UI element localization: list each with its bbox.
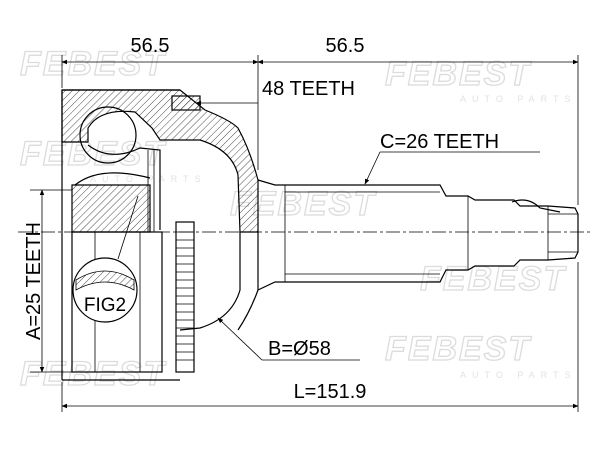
inner-race-top (74, 172, 151, 186)
dim-total-length: L=151.9 (294, 381, 367, 403)
outer-spline-leader (364, 151, 381, 185)
inner-race-hatched (71, 184, 151, 233)
watermark-brand: FEBEST (20, 135, 167, 173)
abs-teeth-label: 48 TEETH (262, 78, 355, 100)
bell-housing-outline (61, 89, 180, 381)
stub-axle-shaft (257, 179, 579, 291)
fig2-spline-detail (75, 270, 135, 291)
abs-diameter-leader (217, 317, 263, 361)
inner-race-lower (71, 231, 163, 373)
watermark-subtext: AUTO PARTS (90, 174, 207, 184)
bell-housing-lower-outline (237, 232, 259, 331)
dimension-lines: 56.5 56.5 L=151.9 A=25 TEETH (23, 35, 579, 412)
dim-right-length: 56.5 (326, 35, 365, 57)
abs-tone-ring (171, 95, 201, 373)
dim-inner-spline: A=25 TEETH (23, 222, 45, 340)
watermark-brand: FEBEST (385, 330, 532, 368)
fig2-label: FIG2 (84, 295, 126, 316)
outer-spline-label: C=26 TEETH (380, 131, 499, 153)
abs-diameter-label: B=Ø58 (268, 338, 331, 360)
dim-left-length: 56.5 (131, 35, 170, 57)
watermark-subtext: AUTO PARTS (460, 370, 577, 380)
bell-housing-lower-contour (179, 232, 241, 331)
outer-bell-housing (61, 89, 259, 381)
watermark-subtext: AUTO PARTS (460, 94, 577, 104)
joint-ball-upper (79, 106, 137, 164)
fig2-leader (117, 195, 139, 260)
abs-ring-body (175, 221, 195, 373)
abs-ring-teeth (176, 231, 194, 361)
fig2-detail-callout: FIG2 (72, 195, 139, 323)
shaft-outline (257, 179, 579, 291)
bell-housing-hatched-section (61, 89, 259, 233)
shaft-keyway (511, 199, 561, 213)
leader-callouts: 48 TEETH C=26 TEETH B=Ø58 (195, 78, 540, 361)
abs-ring-upper-section (171, 95, 201, 111)
cage-upper (87, 144, 161, 230)
watermark-brand: FEBEST (385, 55, 532, 93)
